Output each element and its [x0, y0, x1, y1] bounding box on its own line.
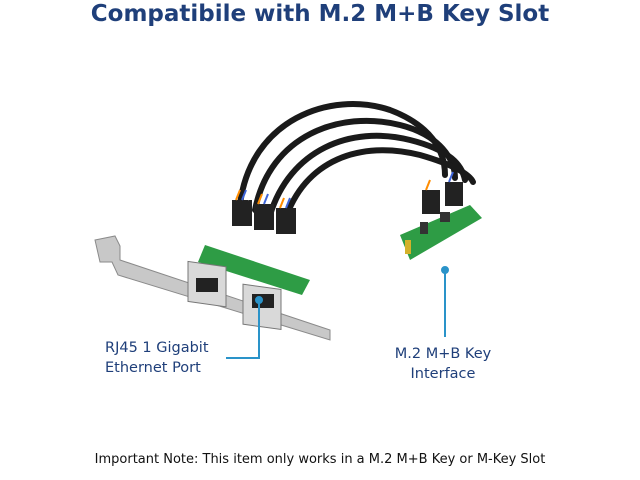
m2-card [400, 205, 482, 260]
rj45-callout-line1: RJ45 1 Gigabit [105, 340, 209, 356]
m2-callout-line1: M.2 M+B Key [394, 346, 492, 362]
page-title: Compatibile with M.2 M+B Key Slot [90, 1, 550, 27]
m2-callout: M.2 M+B Key Interface [388, 344, 498, 384]
rj45-callout-line2: Ethernet Port [105, 360, 201, 376]
important-note: Important Note: This item only works in … [94, 452, 546, 467]
cable-bundle [237, 101, 476, 223]
ethernet-connectors [232, 189, 296, 234]
m2-connectors [422, 171, 463, 214]
rj45-callout: RJ45 1 Gigabit Ethernet Port [105, 338, 209, 378]
m2-callout-line2: Interface [410, 366, 476, 382]
rj45-board [187, 245, 310, 331]
callout-lines [226, 266, 449, 359]
